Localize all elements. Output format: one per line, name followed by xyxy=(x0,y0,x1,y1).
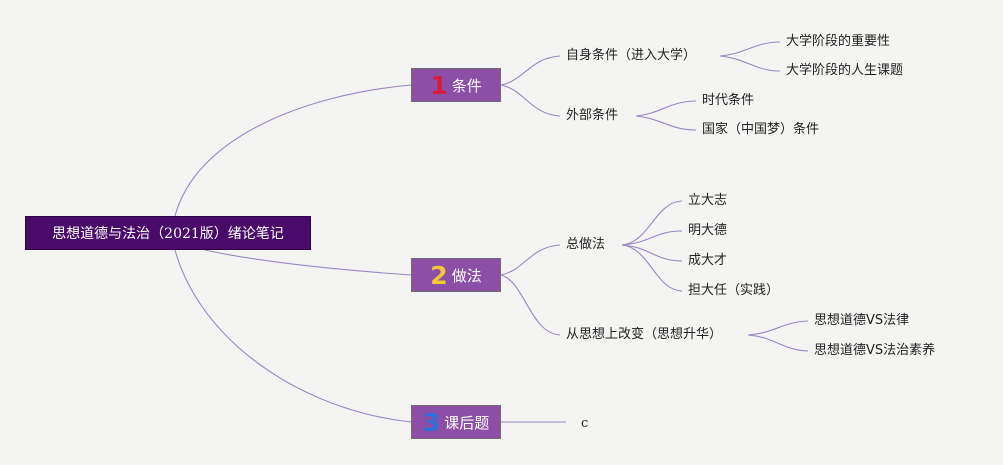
branch-1-label: 条件 xyxy=(451,76,482,95)
edge-b1c2-l2 xyxy=(635,115,697,131)
edge-b2c2-l1 xyxy=(747,320,809,336)
branch-1-child-2-leaf-2[interactable]: 国家（中国梦）条件 xyxy=(702,122,820,137)
branch-2-child-2-leaf-1[interactable]: 思想道德VS法律 xyxy=(814,313,910,328)
branch-1-child-1-leaf-2[interactable]: 大学阶段的人生课题 xyxy=(786,63,904,78)
edge-b1c1-l1 xyxy=(719,41,781,57)
edge-root-b3 xyxy=(174,249,412,423)
branch-1-child-2-leaf-1[interactable]: 时代条件 xyxy=(702,93,755,108)
edge-b2-c1 xyxy=(500,244,561,276)
branch-2-child-1-leaf-2[interactable]: 明大德 xyxy=(688,223,728,238)
branch-2-label: 做法 xyxy=(451,266,482,285)
branch-node-3[interactable]: 3 课后题 xyxy=(411,405,501,439)
edge-b2-c2 xyxy=(500,274,561,336)
edge-b1-c1 xyxy=(500,55,561,86)
edge-b2c1-l2 xyxy=(621,230,683,246)
branch-2-child-1-leaf-1[interactable]: 立大志 xyxy=(688,193,728,208)
branch-node-1[interactable]: 1 条件 xyxy=(411,68,501,102)
edge-b1-c2 xyxy=(500,84,561,117)
edge-b2c1-l3 xyxy=(621,244,683,262)
branch-1-child-2[interactable]: 外部条件 xyxy=(566,108,619,123)
branch-2-number: 2 xyxy=(430,260,448,290)
branch-1-child-1[interactable]: 自身条件（进入大学） xyxy=(566,48,697,63)
root-label: 思想道德与法治（2021版）绪论笔记 xyxy=(52,226,284,242)
root-node[interactable]: 思想道德与法治（2021版）绪论笔记 xyxy=(25,216,311,250)
branch-3-number: 3 xyxy=(422,407,441,437)
edge-b2c1-l1 xyxy=(621,200,683,246)
edge-b2c1-l4 xyxy=(621,244,683,292)
branch-1-child-1-leaf-1[interactable]: 大学阶段的重要性 xyxy=(786,34,891,49)
branch-2-child-1[interactable]: 总做法 xyxy=(566,237,606,252)
edge-b1c2-l1 xyxy=(635,100,697,117)
edge-b1c1-l2 xyxy=(719,55,781,72)
branch-1-number: 1 xyxy=(430,70,448,100)
branch-2-child-1-leaf-4[interactable]: 担大任（实践） xyxy=(688,283,780,298)
branch-2-child-2-leaf-2[interactable]: 思想道德VS法治素养 xyxy=(814,343,936,358)
edge-b2c2-l2 xyxy=(747,334,809,352)
branch-2-child-2[interactable]: 从思想上改变（思想升华） xyxy=(566,327,723,342)
edge-root-b1 xyxy=(174,84,412,217)
branch-node-2[interactable]: 2 做法 xyxy=(411,258,501,292)
branch-2-child-1-leaf-3[interactable]: 成大才 xyxy=(688,253,728,268)
edge-root-b2 xyxy=(204,249,412,276)
branch-3-label: 课后题 xyxy=(444,413,490,432)
branch-3-child-1[interactable]: c xyxy=(581,416,589,431)
